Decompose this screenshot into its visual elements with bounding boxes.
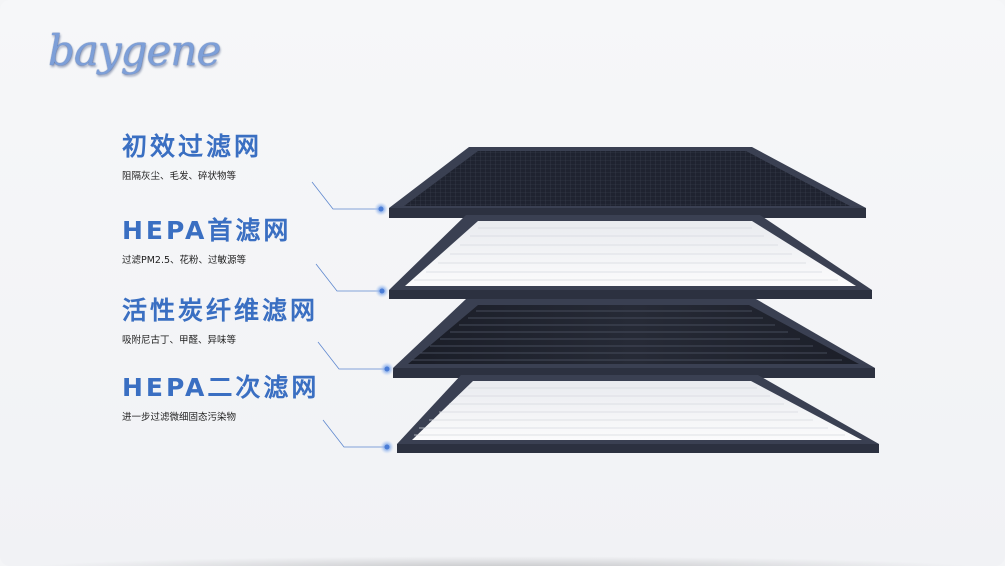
layer-title: HEPA二次滤网 — [122, 373, 320, 402]
leader-line-2 — [315, 263, 381, 292]
leader-line-3 — [317, 341, 386, 370]
layer-title: 活性炭纤维滤网 — [122, 296, 319, 325]
layer-label-4: HEPA二次滤网 进一步过滤微细固态污染物 — [122, 373, 319, 423]
layer-description: 过滤PM2.5、花粉、过敏源等 — [122, 255, 247, 266]
leader-line-1 — [311, 181, 380, 210]
brand-logo: baygene — [48, 26, 221, 75]
filter-layer-4 — [397, 375, 879, 453]
pleat-lines — [414, 227, 838, 281]
leader-lines — [311, 181, 386, 448]
bottom-shadow — [20, 556, 985, 566]
layer-description: 进一步过滤微细固态污染物 — [122, 412, 237, 423]
filter-layer-3 — [393, 299, 875, 378]
callout-dot-2-core — [379, 288, 385, 294]
callout-dot-1-core — [378, 206, 384, 212]
filter-layer-1 — [389, 147, 866, 218]
layer-title: 初效过滤网 — [122, 132, 263, 161]
layer-label-3: 活性炭纤维滤网 吸附尼古丁、甲醛、异味等 — [122, 296, 318, 346]
callout-dot-3-core — [384, 366, 390, 372]
callout-dot-4-core — [384, 444, 390, 450]
pleat-lines — [414, 387, 845, 436]
callout-dots — [374, 202, 394, 454]
layer-label-2: HEPA首滤网 过滤PM2.5、花粉、过敏源等 — [122, 216, 291, 266]
carbon-pleat-lines — [411, 310, 842, 361]
layer-label-1: 初效过滤网 阻隔灰尘、毛发、碎状物等 — [122, 132, 262, 182]
layer-description: 阻隔灰尘、毛发、碎状物等 — [122, 171, 237, 182]
filter-layer-2 — [389, 215, 872, 299]
layer-description: 吸附尼古丁、甲醛、异味等 — [122, 335, 237, 346]
leader-line-4 — [322, 419, 386, 448]
layer-title: HEPA首滤网 — [122, 216, 292, 245]
